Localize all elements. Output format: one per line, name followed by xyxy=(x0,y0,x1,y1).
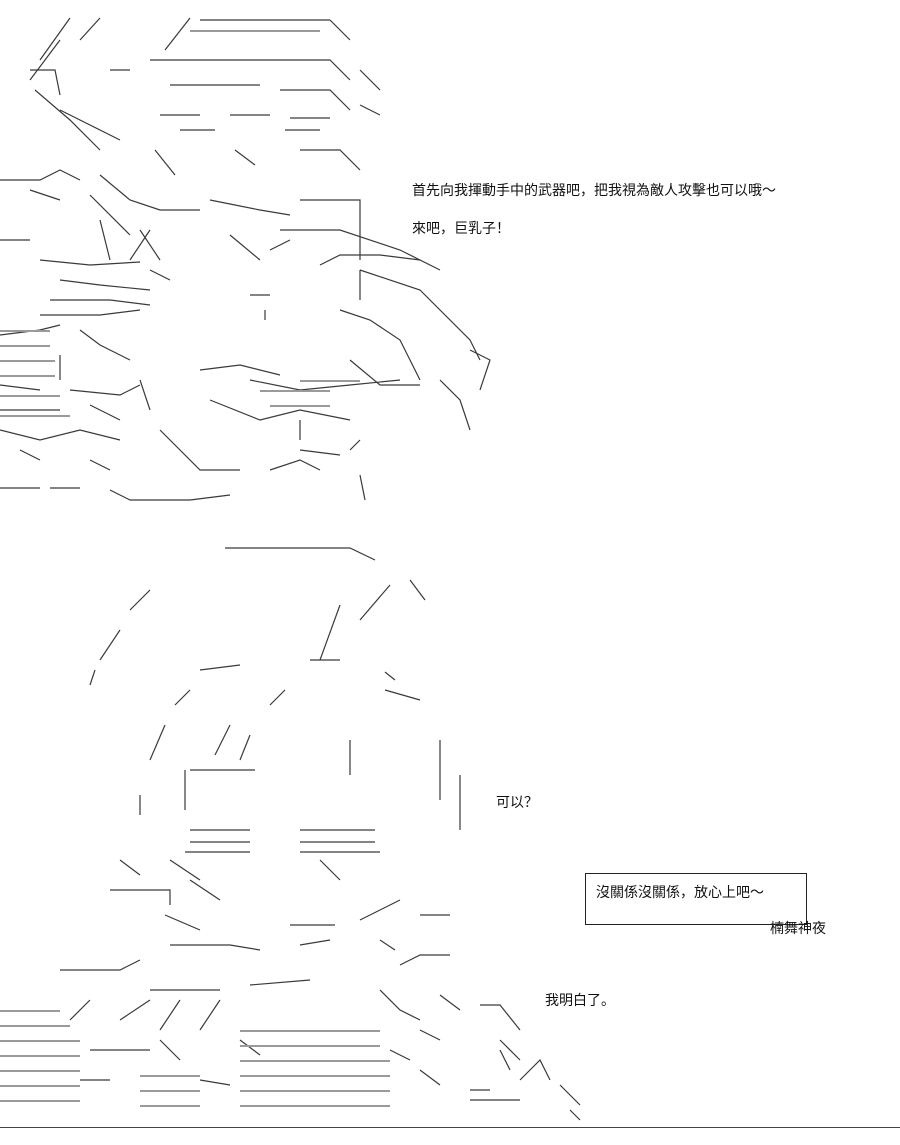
lower-character-art xyxy=(60,547,581,1121)
dialogue-line-1: 首先向我揮動手中的武器吧，把我視為敵人攻擊也可以哦～ xyxy=(412,183,776,199)
dialogue-line-2: 來吧，巨乳子！ xyxy=(412,221,510,237)
upper-shading xyxy=(0,30,360,417)
speaker-name: 楠舞神夜 xyxy=(770,921,826,937)
speech-box-text: 沒關係沒關係，放心上吧～ xyxy=(596,885,764,901)
upper-character-art xyxy=(0,17,491,501)
lower-shading xyxy=(0,1010,390,1107)
dialogue-question: 可以？ xyxy=(496,795,538,811)
dialogue-reply: 我明白了。 xyxy=(545,993,615,1009)
speech-box: 沒關係沒關係，放心上吧～ xyxy=(585,873,807,925)
bottom-divider xyxy=(0,1127,900,1128)
